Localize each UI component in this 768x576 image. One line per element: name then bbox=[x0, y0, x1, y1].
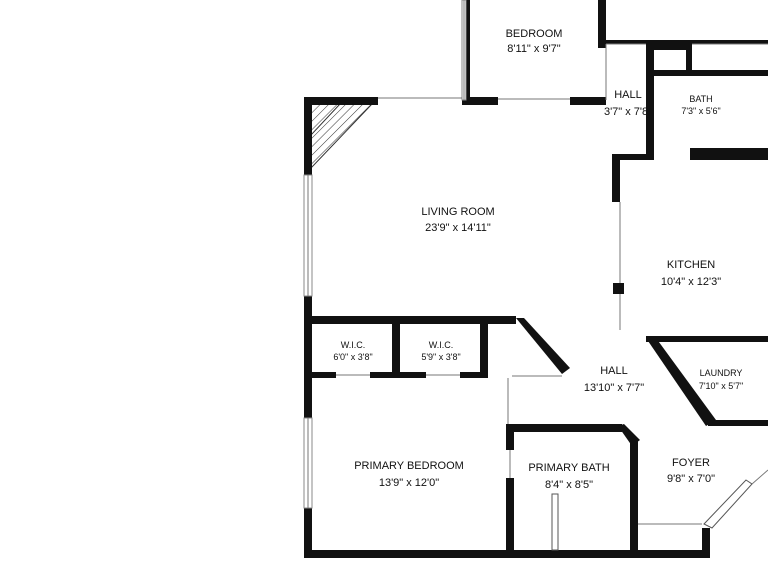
room-foyer: FOYER 9'8" x 7'0" bbox=[667, 457, 715, 485]
room-name: BEDROOM bbox=[506, 28, 563, 40]
room-name: LIVING ROOM bbox=[421, 206, 494, 218]
slanted-walls bbox=[516, 318, 753, 529]
room-kitchen: KITCHEN 10'4" x 12'3" bbox=[661, 259, 721, 288]
room-name: BATH bbox=[689, 94, 712, 104]
room-dims: 7'3" x 5'6" bbox=[681, 106, 720, 116]
room-name: FOYER bbox=[672, 457, 710, 469]
interior-lines bbox=[336, 43, 768, 551]
room-name: W.I.C. bbox=[341, 340, 366, 350]
room-primary-bath: PRIMARY BATH 8'4" x 8'5" bbox=[528, 462, 609, 491]
walls bbox=[304, 0, 768, 558]
fireplace bbox=[310, 103, 374, 170]
room-bath: BATH 7'3" x 5'6" bbox=[681, 94, 720, 116]
kitchen-column bbox=[613, 283, 624, 294]
room-wic-1: W.I.C. 6'0" x 3'8" bbox=[333, 340, 372, 362]
room-dims: 8'11" x 9'7" bbox=[507, 43, 560, 55]
room-dims: 23'9" x 14'11" bbox=[425, 222, 491, 234]
room-dims: 7'10" x 5'7" bbox=[699, 381, 743, 391]
room-name: LAUNDRY bbox=[700, 368, 743, 378]
room-name: HALL bbox=[600, 365, 628, 377]
room-name: W.I.C. bbox=[429, 340, 454, 350]
room-bedroom: BEDROOM 8'11" x 9'7" bbox=[506, 28, 563, 55]
room-dims: 13'9" x 12'0" bbox=[379, 477, 439, 489]
room-laundry: LAUNDRY 7'10" x 5'7" bbox=[699, 368, 743, 391]
room-primary-bedroom: PRIMARY BEDROOM 13'9" x 12'0" bbox=[354, 460, 464, 489]
room-dims: 13'10" x 7'7" bbox=[584, 382, 644, 394]
room-dims: 6'0" x 3'8" bbox=[333, 352, 372, 362]
room-living-room: LIVING ROOM 23'9" x 14'11" bbox=[421, 206, 494, 234]
room-name: PRIMARY BATH bbox=[528, 462, 609, 474]
windows bbox=[303, 0, 467, 509]
room-dims: 8'4" x 8'5" bbox=[545, 479, 593, 491]
room-name: HALL bbox=[614, 89, 642, 101]
room-dims: 9'8" x 7'0" bbox=[667, 473, 715, 485]
room-name: KITCHEN bbox=[667, 259, 715, 271]
room-wic-2: W.I.C. 5'9" x 3'8" bbox=[421, 340, 460, 362]
room-dims: 5'9" x 3'8" bbox=[421, 352, 460, 362]
room-hall-main: HALL 13'10" x 7'7" bbox=[584, 365, 644, 394]
room-name: PRIMARY BEDROOM bbox=[354, 460, 464, 472]
room-dims: 3'7" x 7'8" bbox=[604, 106, 652, 118]
room-hall-upper: HALL 3'7" x 7'8" bbox=[604, 89, 652, 118]
room-dims: 10'4" x 12'3" bbox=[661, 276, 721, 288]
